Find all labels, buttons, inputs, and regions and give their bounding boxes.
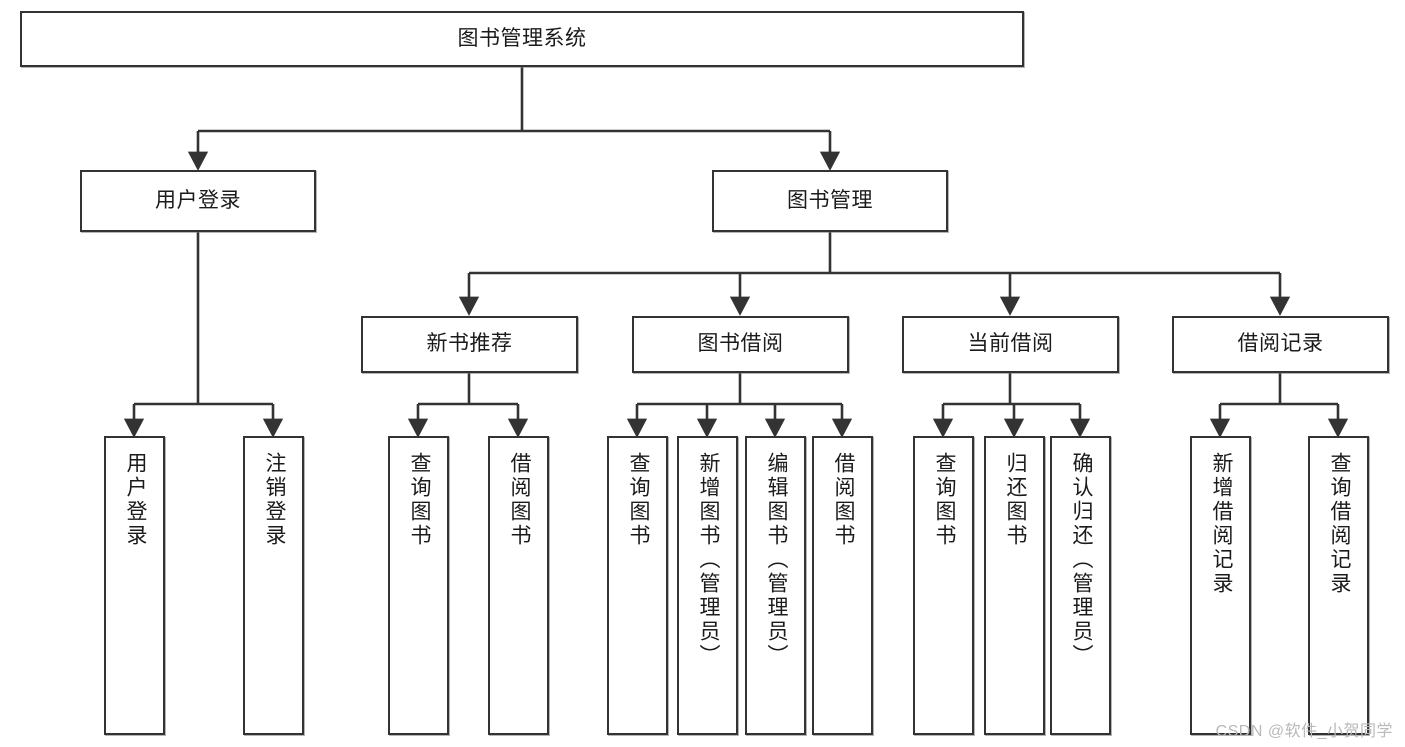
node-book-borrow-label: 图书借阅 bbox=[697, 332, 784, 356]
node-book-manage[interactable]: 图书管理 bbox=[712, 170, 948, 232]
connector-root-to-level2 bbox=[187, 67, 841, 171]
node-root-label: 图书管理系统 bbox=[457, 26, 587, 50]
leaf-logout-label: 注销登录 bbox=[262, 452, 286, 548]
node-user-login-label: 用户登录 bbox=[155, 188, 241, 212]
node-current-borrow[interactable]: 当前借阅 bbox=[902, 316, 1119, 373]
leaf-borrow-book-label: 借阅图书 bbox=[831, 452, 855, 548]
leaf-confirm-return-admin[interactable]: 确认归还（管理员） bbox=[1050, 436, 1111, 735]
leaf-add-book-admin[interactable]: 新增图书（管理员） bbox=[677, 436, 738, 735]
connector-borrow-record-to-leaves bbox=[1209, 373, 1349, 438]
leaf-confirm-return-admin-label: 确认归还（管理员） bbox=[1069, 452, 1093, 668]
connector-user-login-to-leaves bbox=[123, 232, 284, 438]
leaf-query-book-borrow-label: 查询图书 bbox=[626, 452, 650, 548]
leaf-query-book-current[interactable]: 查询图书 bbox=[913, 436, 974, 735]
node-current-borrow-label: 当前借阅 bbox=[967, 332, 1054, 356]
connector-book-manage-to-level3 bbox=[458, 232, 1291, 316]
connector-new-book-to-leaves bbox=[407, 373, 529, 438]
leaf-borrow-book-recommend-label: 借阅图书 bbox=[507, 452, 531, 548]
leaf-query-book-borrow[interactable]: 查询图书 bbox=[607, 436, 668, 735]
leaf-query-book-recommend-label: 查询图书 bbox=[407, 452, 431, 548]
leaf-query-book-recommend[interactable]: 查询图书 bbox=[388, 436, 449, 735]
node-book-manage-label: 图书管理 bbox=[787, 188, 873, 212]
leaf-user-login[interactable]: 用户登录 bbox=[104, 436, 165, 735]
leaf-edit-book-admin-label: 编辑图书（管理员） bbox=[764, 452, 788, 668]
connector-book-borrow-to-leaves bbox=[626, 373, 853, 438]
node-user-login[interactable]: 用户登录 bbox=[80, 170, 316, 232]
leaf-edit-book-admin[interactable]: 编辑图书（管理员） bbox=[745, 436, 806, 735]
watermark: CSDN @软件_小贺同学 bbox=[1215, 723, 1393, 740]
leaf-query-borrow-record[interactable]: 查询借阅记录 bbox=[1308, 436, 1369, 735]
leaf-borrow-book[interactable]: 借阅图书 bbox=[812, 436, 873, 735]
node-borrow-record-label: 借阅记录 bbox=[1237, 332, 1324, 356]
node-book-borrow[interactable]: 图书借阅 bbox=[632, 316, 849, 373]
node-root[interactable]: 图书管理系统 bbox=[20, 11, 1024, 67]
node-new-book-recommend-label: 新书推荐 bbox=[426, 332, 513, 356]
node-borrow-record[interactable]: 借阅记录 bbox=[1172, 316, 1389, 373]
leaf-query-borrow-record-label: 查询借阅记录 bbox=[1327, 452, 1351, 596]
leaf-return-book[interactable]: 归还图书 bbox=[984, 436, 1045, 735]
leaf-add-borrow-record[interactable]: 新增借阅记录 bbox=[1190, 436, 1251, 735]
leaf-add-book-admin-label: 新增图书（管理员） bbox=[696, 452, 720, 668]
connector-current-borrow-to-leaves bbox=[932, 373, 1091, 438]
leaf-return-book-label: 归还图书 bbox=[1003, 452, 1027, 548]
leaf-user-login-label: 用户登录 bbox=[123, 452, 147, 548]
leaf-borrow-book-recommend[interactable]: 借阅图书 bbox=[488, 436, 549, 735]
leaf-add-borrow-record-label: 新增借阅记录 bbox=[1209, 452, 1233, 596]
leaf-query-book-current-label: 查询图书 bbox=[932, 452, 956, 548]
node-new-book-recommend[interactable]: 新书推荐 bbox=[361, 316, 578, 373]
leaf-logout[interactable]: 注销登录 bbox=[243, 436, 304, 735]
